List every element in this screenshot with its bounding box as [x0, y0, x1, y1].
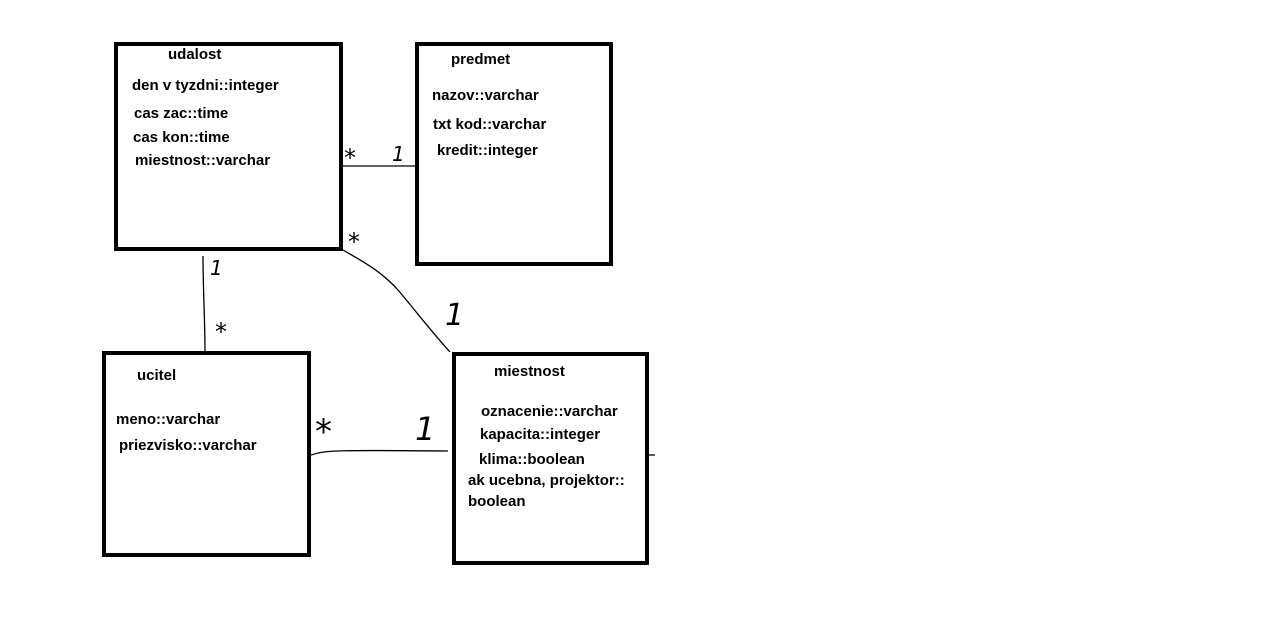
predmet-attr-txt-kod: txt kod::varchar [433, 116, 547, 133]
mult-udalost-miestnost-many: * [348, 228, 360, 256]
mult-udalost-ucitel-one: 1 [210, 256, 223, 280]
predmet-attr-kredit: kredit::integer [437, 142, 538, 159]
mult-udalost-miestnost-one: 1 [445, 298, 464, 333]
miestnost-attr-klima: klima::boolean [479, 451, 585, 468]
entity-miestnost-title: miestnost [494, 363, 565, 380]
entity-ucitel [102, 351, 311, 557]
miestnost-attr-oznacenie: oznacenie::varchar [481, 403, 618, 420]
udalost-attr-miestnost: miestnost::varchar [135, 152, 271, 169]
entity-predmet [415, 42, 613, 266]
ucitel-attr-priezvisko: priezvisko::varchar [119, 437, 257, 454]
mult-udalost-ucitel-many: * [215, 318, 227, 346]
udalost-attr-cas-zac: cas zac::time [134, 105, 229, 122]
miestnost-attr-kapacita: kapacita::integer [480, 426, 601, 443]
mult-udalost-predmet-many: * [344, 144, 356, 172]
ucitel-attr-meno: meno::varchar [116, 411, 221, 428]
miestnost-attr-ucebna-type: boolean [468, 493, 526, 510]
entity-udalost-title: udalost [168, 46, 222, 63]
mult-ucitel-miestnost-many: * [315, 412, 332, 452]
mult-ucitel-miestnost-one: 1 [415, 410, 435, 448]
entity-udalost [114, 42, 343, 251]
udalost-miestnost-line [342, 249, 451, 353]
miestnost-attr-ucebna: ak ucebna, projektor:: [468, 472, 625, 489]
udalost-attr-den: den v tyzdni::integer [132, 77, 279, 94]
udalost-attr-cas-kon: cas kon::time [133, 129, 230, 146]
ucitel-miestnost-line [310, 449, 449, 456]
entity-predmet-title: predmet [451, 51, 511, 68]
entity-miestnost [452, 352, 649, 565]
udalost-ucitel-line [202, 255, 206, 353]
entity-ucitel-title: ucitel [137, 367, 177, 384]
predmet-attr-nazov: nazov::varchar [432, 87, 539, 104]
mult-udalost-predmet-one: 1 [392, 142, 405, 166]
